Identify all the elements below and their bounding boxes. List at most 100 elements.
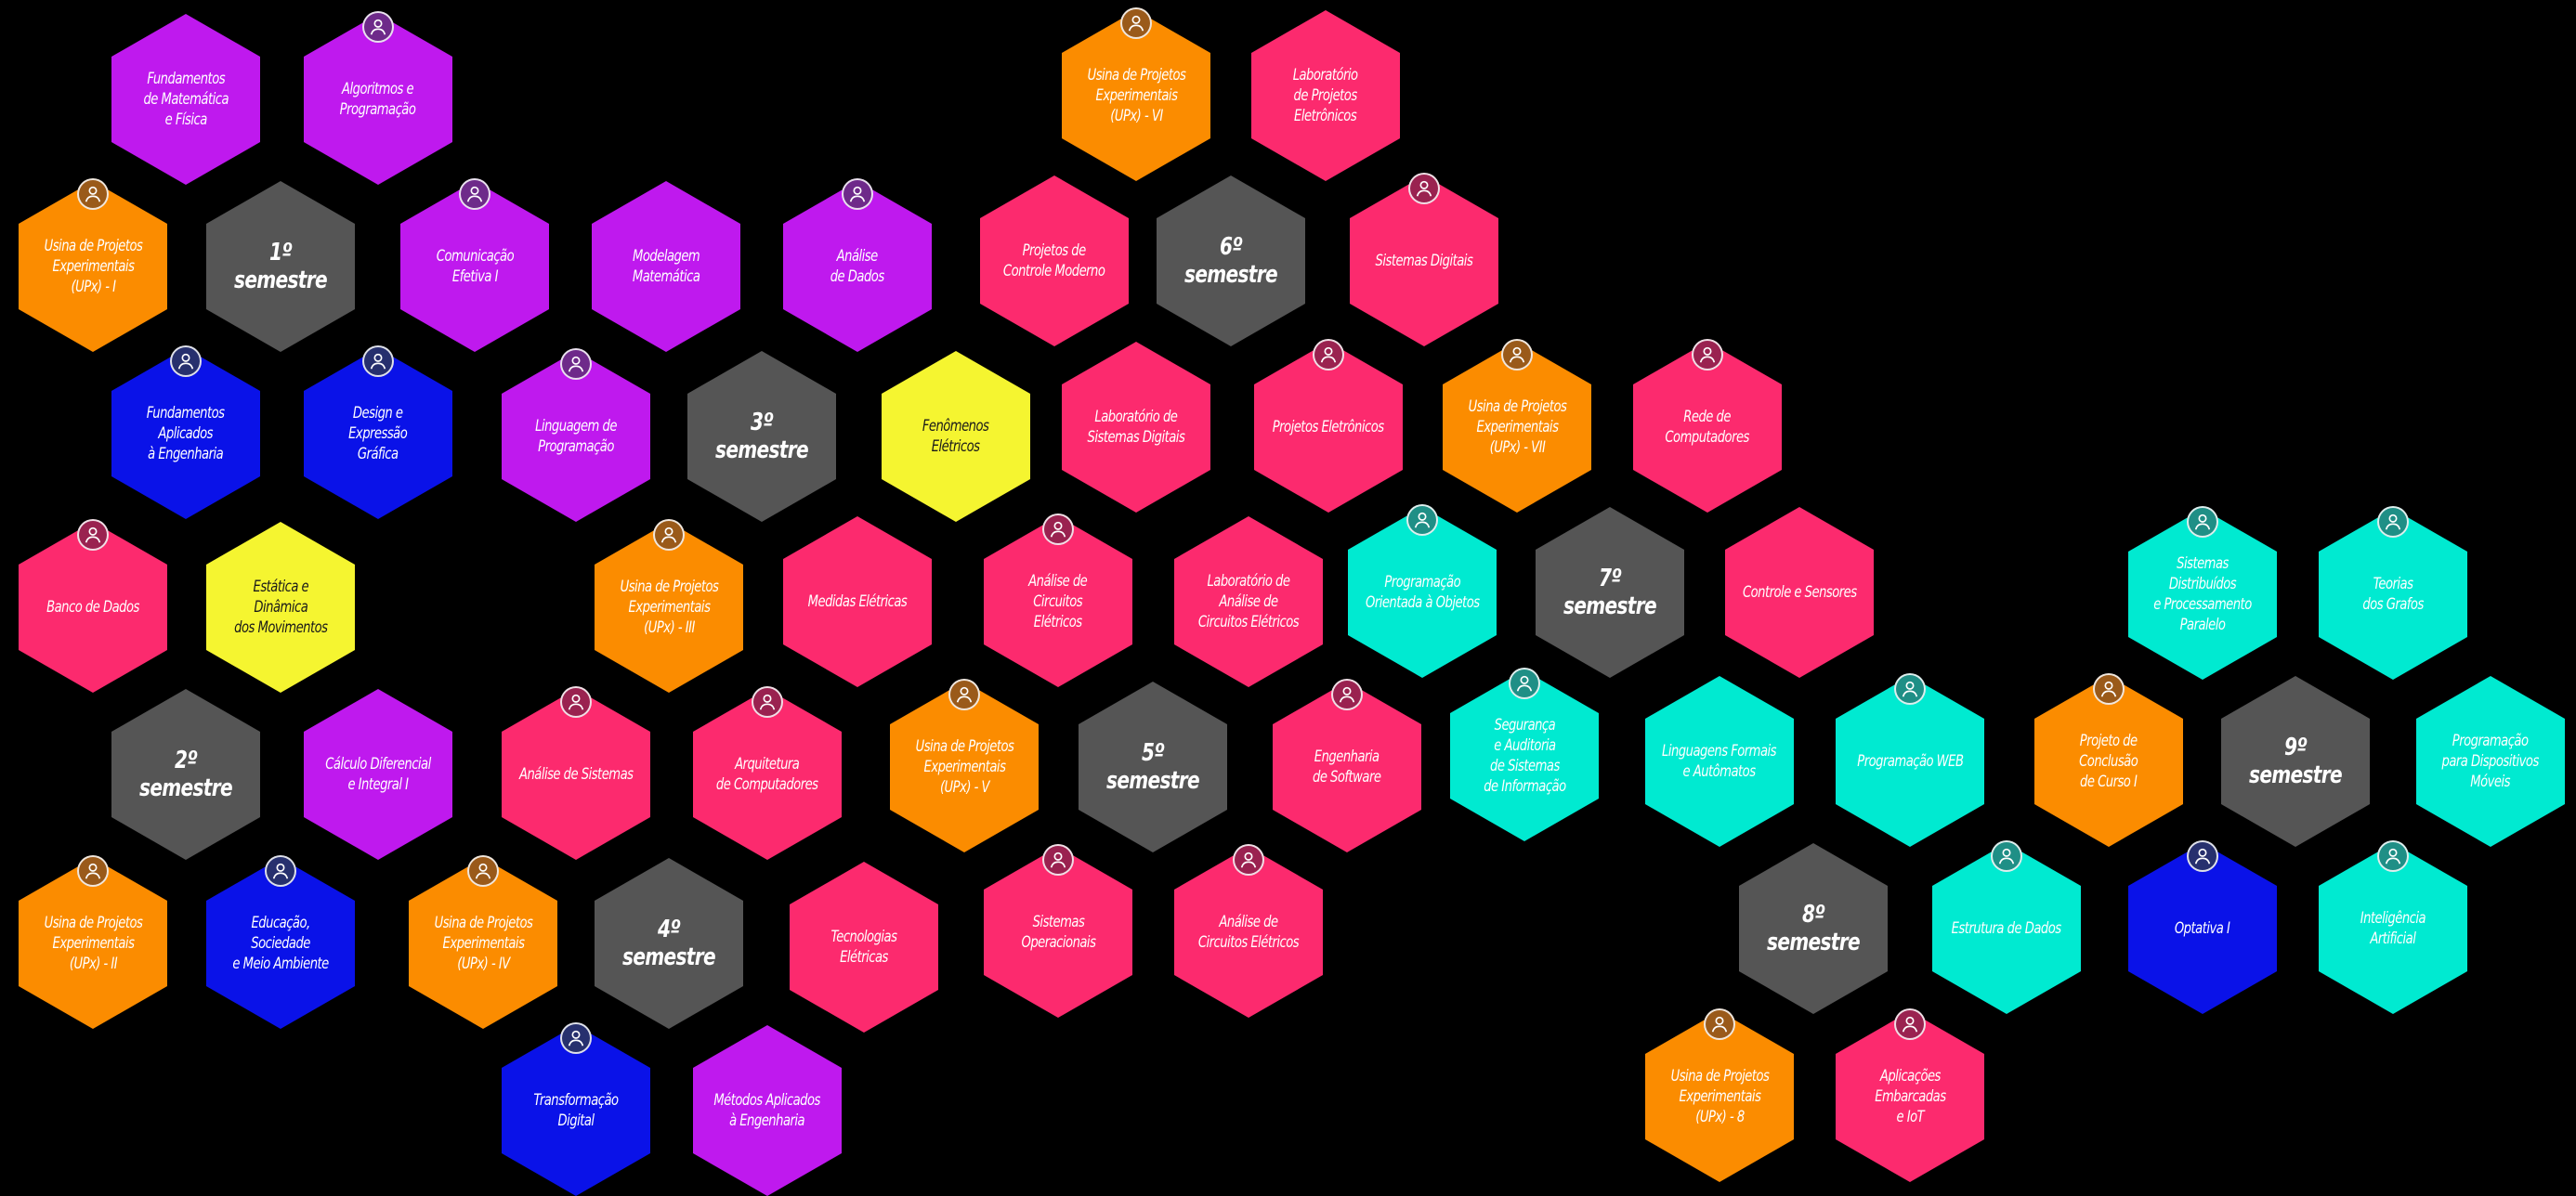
semester-hex: 5º semestre bbox=[1079, 682, 1227, 852]
hex-label: Aplicações Embarcadas e IoT bbox=[1874, 1067, 1946, 1126]
user-icon bbox=[653, 519, 685, 551]
hex-label: 8º semestre bbox=[1767, 901, 1861, 956]
hex-label: 5º semestre bbox=[1106, 739, 1200, 795]
hex-label: Controle e Sensores bbox=[1742, 583, 1857, 602]
course-hex[interactable]: Laboratório de Projetos Eletrônicos bbox=[1251, 10, 1400, 181]
user-icon bbox=[2093, 673, 2125, 705]
hex-label: Medidas Elétricas bbox=[807, 592, 908, 611]
course-hex[interactable]: Estática e Dinâmica dos Movimentos bbox=[206, 522, 355, 693]
course-hex[interactable]: Sistemas Distribuídos e Processamento Pa… bbox=[2128, 509, 2277, 680]
user-icon bbox=[170, 345, 202, 377]
user-icon bbox=[1408, 173, 1440, 204]
user-icon bbox=[459, 178, 490, 210]
user-icon bbox=[1331, 679, 1363, 710]
hex-label: Projeto de Conclusão de Curso I bbox=[2079, 732, 2138, 791]
user-icon bbox=[1406, 504, 1438, 536]
hex-label: Transformação Digital bbox=[533, 1091, 619, 1130]
semester-hex: 9º semestre bbox=[2221, 676, 2370, 847]
hex-label: Cálculo Diferencial e Integral I bbox=[325, 755, 431, 794]
user-icon bbox=[560, 1022, 592, 1054]
course-hex[interactable]: Controle e Sensores bbox=[1725, 507, 1874, 678]
hex-label: Laboratório de Análise de Circuitos Elét… bbox=[1197, 572, 1300, 631]
hex-label: Usina de Projetos Experimentais (UPx) - … bbox=[1670, 1067, 1769, 1126]
course-hex[interactable]: Linguagens Formais e Autômatos bbox=[1645, 676, 1794, 847]
course-hex[interactable]: Modelagem Matemática bbox=[592, 181, 740, 352]
user-icon bbox=[1501, 339, 1533, 370]
hex-label: 9º semestre bbox=[2249, 734, 2343, 789]
hex-label: Usina de Projetos Experimentais (UPx) - … bbox=[620, 578, 718, 637]
user-icon bbox=[560, 348, 592, 380]
user-icon bbox=[1894, 1008, 1926, 1040]
hex-label: Usina de Projetos Experimentais (UPx) - … bbox=[1468, 397, 1566, 457]
course-hex[interactable]: Cálculo Diferencial e Integral I bbox=[304, 689, 452, 860]
course-hex[interactable]: Laboratório de Análise de Circuitos Elét… bbox=[1174, 516, 1323, 687]
user-icon bbox=[2187, 506, 2218, 538]
hex-label: 2º semestre bbox=[139, 747, 233, 802]
user-icon bbox=[1120, 7, 1152, 39]
hex-label: Design e Expressão Gráfica bbox=[348, 404, 408, 463]
course-hex[interactable]: Estrutura de Dados bbox=[1932, 843, 2081, 1014]
user-icon bbox=[362, 11, 394, 43]
hex-label: Engenharia de Software bbox=[1313, 748, 1381, 786]
hex-label: Linguagem de Programação bbox=[535, 417, 617, 456]
hex-label: Análise de Circuitos Elétricos bbox=[1028, 572, 1088, 631]
user-icon bbox=[1042, 514, 1074, 545]
hex-label: Análise de Dados bbox=[830, 247, 884, 286]
hex-label: Teorias dos Grafos bbox=[2362, 575, 2424, 614]
hex-label: Algoritmos e Programação bbox=[340, 80, 416, 119]
user-icon bbox=[2377, 840, 2409, 872]
hex-label: Arquitetura de Computadores bbox=[716, 755, 818, 794]
hex-label: Projetos Eletrônicos bbox=[1273, 418, 1384, 436]
course-hex[interactable]: Projetos de Controle Moderno bbox=[980, 176, 1129, 346]
course-hex[interactable]: Fenômenos Elétricos bbox=[882, 351, 1030, 522]
user-icon bbox=[752, 686, 783, 718]
hex-label: Fundamentos de Matemática e Física bbox=[143, 70, 229, 129]
hex-label: Usina de Projetos Experimentais (UPx) - … bbox=[44, 914, 142, 973]
semester-hex: 3º semestre bbox=[687, 351, 836, 522]
hex-label: Fenômenos Elétricos bbox=[922, 417, 989, 456]
hex-label: Métodos Aplicados à Engenharia bbox=[713, 1091, 821, 1130]
user-icon bbox=[77, 855, 109, 887]
course-hex[interactable]: Linguagem de Programação bbox=[502, 351, 650, 522]
course-hex[interactable]: Medidas Elétricas bbox=[783, 516, 932, 687]
course-hex[interactable]: Tecnologias Elétricas bbox=[790, 862, 938, 1033]
hex-label: Sistemas Operacionais bbox=[1021, 913, 1095, 952]
course-hex[interactable]: Fundamentos de Matemática e Física bbox=[111, 14, 260, 185]
user-icon bbox=[1313, 339, 1344, 370]
hex-label: Educação, Sociedade e Meio Ambiente bbox=[232, 914, 329, 973]
hex-label: Comunicação Efetiva I bbox=[436, 247, 514, 286]
hex-label: Estática e Dinâmica dos Movimentos bbox=[233, 578, 328, 637]
user-icon bbox=[1509, 668, 1540, 699]
hex-label: 4º semestre bbox=[622, 916, 716, 971]
course-hex[interactable]: Laboratório de Sistemas Digitais bbox=[1062, 342, 1210, 513]
user-icon bbox=[948, 679, 980, 710]
hex-label: Programação Orientada à Objetos bbox=[1365, 573, 1480, 612]
hex-label: Rede de Computadores bbox=[1665, 408, 1750, 447]
hex-label: Inteligência Artificial bbox=[2360, 909, 2426, 948]
semester-hex: 6º semestre bbox=[1157, 176, 1305, 346]
user-icon bbox=[265, 855, 296, 887]
hex-label: Modelagem Matemática bbox=[632, 247, 700, 286]
semester-hex: 7º semestre bbox=[1536, 507, 1684, 678]
course-hex[interactable]: Métodos Aplicados à Engenharia bbox=[693, 1025, 842, 1196]
user-icon bbox=[362, 345, 394, 377]
hex-label: Banco de Dados bbox=[46, 598, 139, 617]
user-icon bbox=[2187, 840, 2218, 872]
hex-label: Usina de Projetos Experimentais (UPx) - … bbox=[44, 237, 142, 296]
hex-label: Sistemas Digitais bbox=[1375, 252, 1473, 270]
hex-label: Sistemas Distribuídos e Processamento Pa… bbox=[2153, 554, 2252, 634]
hex-label: Optativa I bbox=[2175, 919, 2230, 938]
hex-label: Estrutura de Dados bbox=[1952, 919, 2061, 938]
hex-label: 7º semestre bbox=[1563, 565, 1657, 620]
user-icon bbox=[1894, 673, 1926, 705]
user-icon bbox=[77, 519, 109, 551]
semester-hex: 4º semestre bbox=[595, 858, 743, 1029]
course-hex[interactable]: Programação para Dispositivos Móveis bbox=[2416, 676, 2565, 847]
hex-label: Fundamentos Aplicados à Engenharia bbox=[147, 404, 225, 463]
semester-hex: 1º semestre bbox=[206, 181, 355, 352]
hex-label: Usina de Projetos Experimentais (UPx) - … bbox=[434, 914, 532, 973]
user-icon bbox=[1233, 844, 1264, 876]
hex-label: Tecnologias Elétricas bbox=[830, 928, 897, 967]
hex-label: Laboratório de Sistemas Digitais bbox=[1087, 408, 1185, 447]
